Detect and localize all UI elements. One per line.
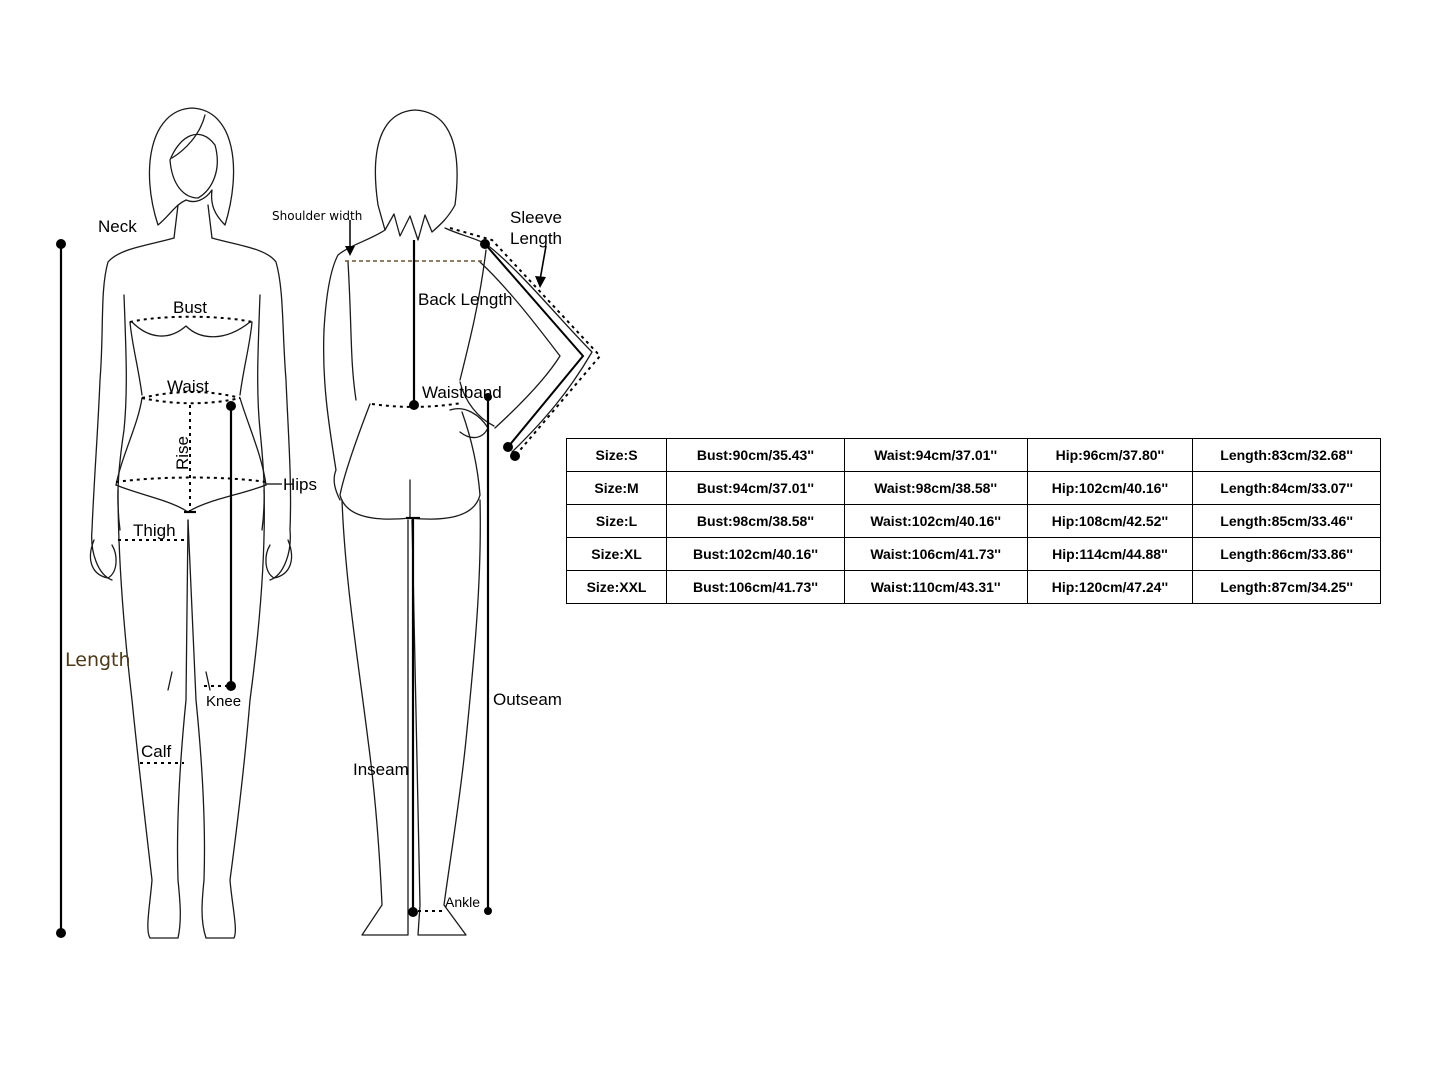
- table-cell: Length:85cm/33.46'': [1192, 504, 1381, 538]
- back-figure: [322, 109, 602, 936]
- table-cell: Bust:98cm/38.58'': [666, 504, 845, 538]
- label-sleeve-length-1: Sleeve: [510, 208, 562, 227]
- table-cell: Hip:120cm/47.24'': [1026, 570, 1194, 604]
- table-cell: Waist:110cm/43.31'': [843, 570, 1028, 604]
- label-waist: Waist: [167, 377, 209, 396]
- table-cell: Hip:102cm/40.16'': [1026, 471, 1194, 505]
- table-cell: Waist:98cm/38.58'': [843, 471, 1028, 505]
- table-cell: Waist:102cm/40.16'': [843, 504, 1028, 538]
- front-figure: [56, 107, 293, 939]
- label-knee: Knee: [206, 693, 241, 710]
- table-cell: Length:83cm/32.68'': [1192, 438, 1381, 472]
- table-cell: Size:S: [565, 438, 668, 472]
- waist-line: [141, 397, 241, 405]
- table-cell: Size:XL: [565, 537, 668, 571]
- label-rise: Rise: [173, 436, 192, 470]
- table-cell: Bust:106cm/41.73'': [666, 570, 845, 604]
- label-outseam: Outseam: [493, 690, 562, 709]
- label-ankle: Ankle: [445, 894, 480, 910]
- table-cell: Hip:108cm/42.52'': [1026, 504, 1194, 538]
- label-neck: Neck: [98, 217, 137, 236]
- label-waistband: Waistband: [422, 383, 502, 402]
- table-cell: Length:87cm/34.25'': [1192, 570, 1381, 604]
- label-bust: Bust: [173, 298, 207, 317]
- label-thigh: Thigh: [133, 521, 176, 540]
- table-cell: Size:M: [565, 471, 668, 505]
- label-inseam: Inseam: [353, 760, 409, 779]
- table-cell: Length:84cm/33.07'': [1192, 471, 1381, 505]
- label-back-length: Back Length: [418, 290, 513, 309]
- bust-line: [129, 315, 253, 323]
- label-shoulder-width: Shoulder width: [272, 209, 362, 223]
- waistband-line: [371, 402, 463, 408]
- label-hips: Hips: [283, 475, 317, 494]
- table-cell: Size:L: [565, 504, 668, 538]
- label-calf: Calf: [141, 742, 172, 761]
- table-cell: Waist:106cm/41.73'': [843, 537, 1028, 571]
- table-cell: Hip:114cm/44.88'': [1026, 537, 1194, 571]
- sleeve-length-line: [484, 243, 585, 448]
- table-cell: Hip:96cm/37.80'': [1026, 438, 1194, 472]
- table-cell: Length:86cm/33.86'': [1192, 537, 1381, 571]
- table-cell: Bust:102cm/40.16'': [666, 537, 845, 571]
- table-cell: Bust:90cm/35.43'': [666, 438, 845, 472]
- label-sleeve-length-2: Length: [510, 229, 562, 248]
- table-cell: Bust:94cm/37.01'': [666, 471, 845, 505]
- label-length: Length: [65, 649, 131, 671]
- hips-line: [115, 476, 267, 483]
- waist-line-back: [141, 391, 241, 399]
- table-cell: Waist:94cm/37.01'': [843, 438, 1028, 472]
- table-cell: Size:XXL: [565, 570, 668, 604]
